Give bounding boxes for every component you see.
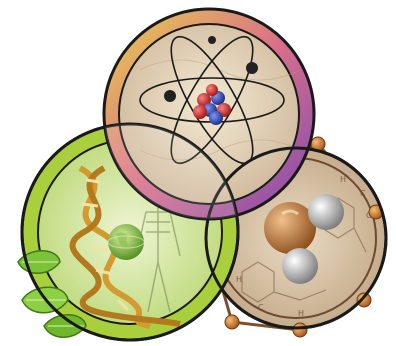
svg-text:C: C [360,189,366,198]
svg-text:H: H [298,309,304,318]
svg-text:H: H [340,175,346,184]
globe-icon [108,224,144,260]
svg-text:H: H [236,275,242,284]
svg-text:C: C [258,303,264,312]
